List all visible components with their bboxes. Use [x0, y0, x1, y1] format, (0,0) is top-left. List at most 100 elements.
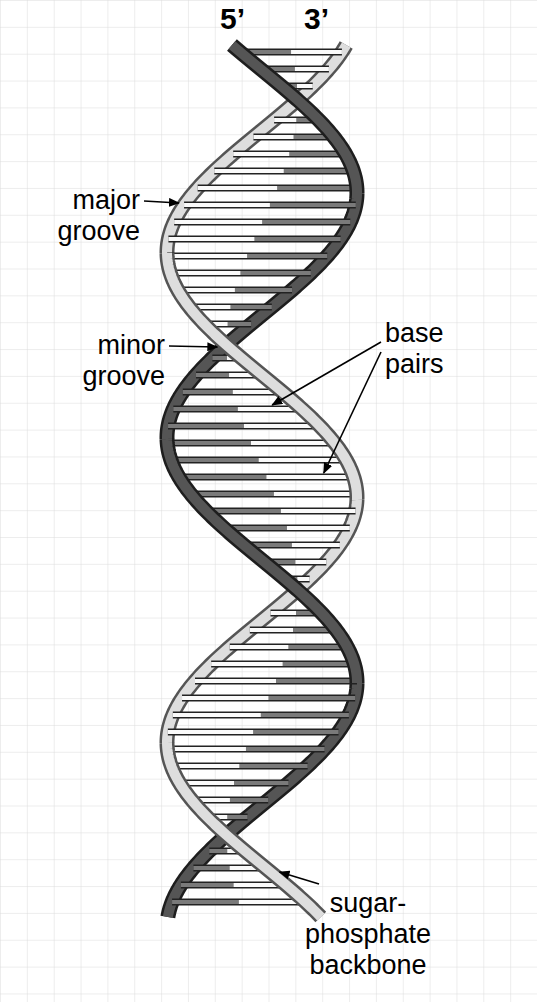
rung-half: [266, 475, 353, 479]
rung-outline: [184, 202, 356, 209]
rung-outline: [230, 644, 348, 651]
rung-half: [269, 696, 356, 700]
base-pair-rung: [171, 766, 307, 767]
rung-outline: [181, 882, 286, 889]
rung-half: [295, 67, 329, 71]
rung-half: [211, 662, 283, 666]
rung-half: [231, 305, 272, 309]
rung-half: [173, 713, 261, 717]
rung-outline: [179, 474, 354, 481]
strand-outline: [167, 439, 357, 683]
rung-half: [228, 322, 251, 326]
rung-outline: [168, 236, 340, 243]
base-pair-rung: [198, 188, 357, 189]
rung-outline: [168, 423, 320, 430]
rung-half: [233, 152, 289, 156]
rung-outline: [171, 457, 346, 464]
strand-fill: [167, 743, 321, 917]
rung-outline: [178, 287, 292, 294]
rung-half: [193, 866, 229, 870]
base-pair-rung: [179, 477, 354, 478]
base-pair-rung: [195, 681, 357, 682]
base-pair-rungs: [167, 52, 357, 902]
rung-half: [183, 390, 233, 394]
rung-outline: [173, 712, 349, 719]
rung-half: [214, 169, 284, 173]
rung-half: [284, 169, 354, 173]
rung-half: [191, 492, 274, 496]
rung-outline: [183, 389, 283, 396]
base-pair-rung: [170, 273, 311, 274]
rung-outline: [171, 763, 307, 770]
strand-outline: [232, 45, 357, 193]
rung-half: [209, 849, 227, 853]
rung-half: [253, 730, 338, 734]
base-pair-rung: [168, 239, 340, 240]
base-pair-rung: [183, 392, 283, 393]
base-pair-rung: [181, 885, 286, 886]
part-label: sugar-phosphate backbone: [305, 888, 431, 981]
rung-outline: [167, 253, 327, 260]
leader-arrow: [272, 342, 381, 405]
rung-half: [184, 203, 270, 207]
strand-outline: [168, 683, 357, 917]
base-pair-rung: [168, 426, 320, 427]
rung-outline: [211, 661, 354, 668]
base-pair-rung: [167, 749, 324, 750]
leader-lines: [144, 201, 381, 884]
rung-half: [168, 730, 253, 734]
rung-outline: [167, 746, 324, 753]
strand-outline: [167, 743, 321, 917]
rung-half: [250, 628, 293, 632]
rung-half: [196, 373, 229, 377]
base-pair-rung: [167, 256, 327, 257]
rung-half: [251, 441, 335, 445]
rung-half: [230, 645, 289, 649]
rung-half: [179, 475, 266, 479]
base-pair-rung: [233, 154, 345, 155]
rung-half: [291, 50, 342, 54]
backbone-strand: [232, 45, 357, 193]
rung-outline: [253, 134, 333, 141]
base-pair-rung: [240, 52, 342, 53]
base-pair-rung: [173, 715, 349, 716]
base-pair-rung: [206, 511, 356, 512]
base-pair-rung: [167, 443, 335, 444]
groove-label: major groove: [57, 185, 140, 247]
rung-half: [171, 764, 239, 768]
rung-half: [230, 798, 268, 802]
rung-outline: [240, 49, 342, 56]
rung-half: [287, 526, 350, 530]
base-pair-rung: [191, 494, 357, 495]
rung-half: [262, 220, 350, 224]
backbone-strand: [168, 683, 357, 917]
rung-half: [283, 662, 355, 666]
rung-half: [170, 271, 240, 275]
rung-half: [274, 492, 357, 496]
base-pair-rung: [174, 222, 350, 223]
rung-outline: [174, 219, 350, 226]
base-pair-rung: [244, 545, 340, 546]
helix-front: [167, 45, 357, 917]
strand-end-label: 3’: [304, 2, 329, 37]
rung-half: [234, 781, 289, 785]
strand-fill: [167, 439, 357, 683]
rung-outline: [191, 491, 357, 498]
rung-half: [259, 458, 347, 462]
rung-half: [247, 254, 327, 258]
rung-outline: [182, 695, 355, 702]
base-pair-rung: [189, 307, 272, 308]
rung-half: [181, 883, 234, 887]
backbone-strand: [167, 439, 357, 683]
rung-half: [253, 135, 293, 139]
rung-half: [255, 237, 341, 241]
rung-outline: [189, 304, 272, 311]
rung-half: [297, 577, 309, 581]
groove-label: minor groove: [82, 330, 165, 392]
rung-outline: [198, 185, 357, 192]
strand-fill: [168, 683, 357, 917]
rung-half: [172, 900, 239, 904]
backbone-strand: [167, 743, 321, 917]
